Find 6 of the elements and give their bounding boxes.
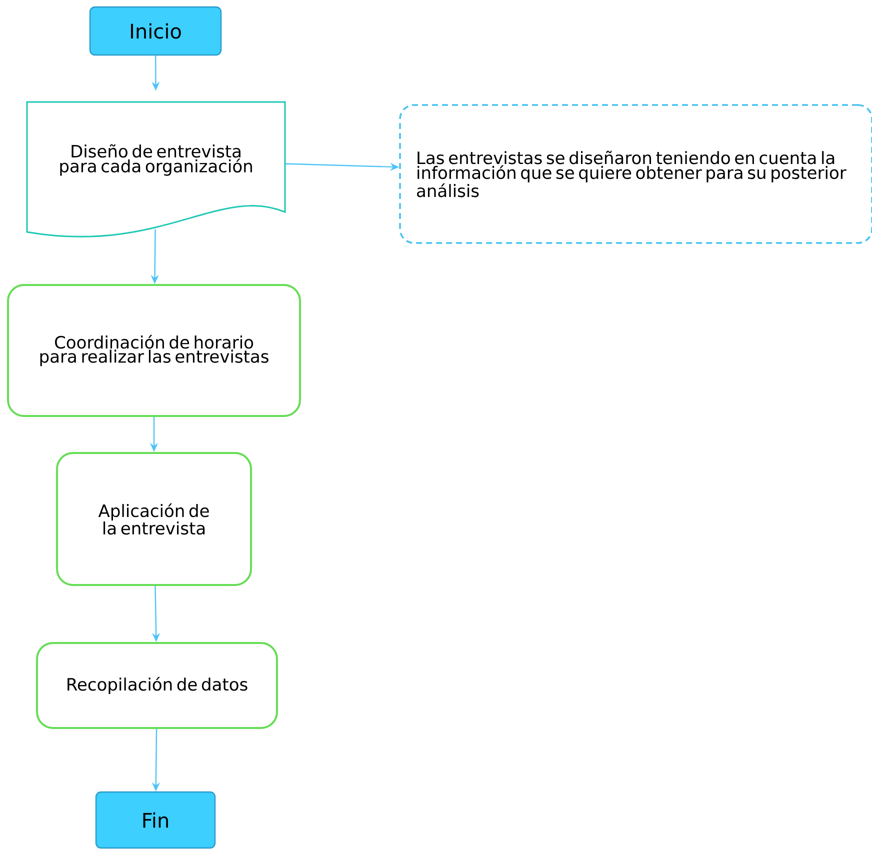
terminal-box: Fin <box>95 791 216 849</box>
process-box: Aplicación de la entrevista <box>56 452 252 586</box>
note-box: Las entrevistas se diseñaron teniendo en cuenta la información que se quiere obtener para su posterior análisis <box>399 104 872 244</box>
terminal-box: Inicio <box>89 6 222 56</box>
process-box: Coordinación de horario para realizar las entrevistas <box>7 284 301 417</box>
process-box: Recopilación de datos <box>36 642 278 729</box>
